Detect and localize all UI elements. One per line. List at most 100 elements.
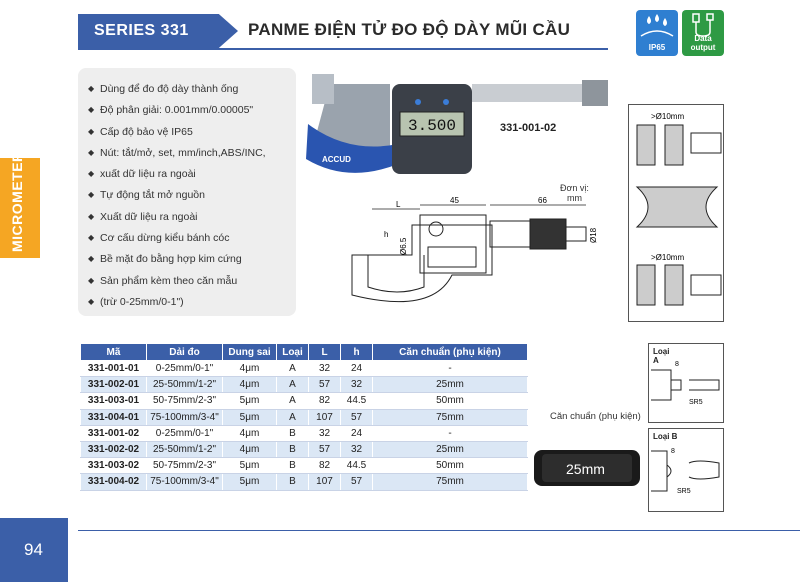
type-a-title-text: Loại xyxy=(653,347,670,356)
page-number: 94 xyxy=(24,540,43,559)
type-b-dim: 8 xyxy=(671,448,675,455)
cell-l: 107 xyxy=(308,473,341,491)
feature-item: Tự động tắt mở nguồn xyxy=(88,188,288,202)
feature-item: Xuất dữ liệu ra ngoài xyxy=(88,210,288,224)
cell-type: B xyxy=(276,457,309,475)
type-b-diagram: Loại B 8 SR5 xyxy=(648,428,724,512)
cell-code: 331-004-01 xyxy=(80,408,147,426)
cell-standard: - xyxy=(372,359,528,378)
micrometer-photo: 3.500 ACCUD xyxy=(306,74,608,174)
cell-code: 331-001-02 xyxy=(80,424,147,442)
col-standard: Căn chuẩn (phụ kiện) xyxy=(372,343,528,361)
cell-type: B xyxy=(276,440,309,459)
cell-h: 44.5 xyxy=(340,457,373,475)
cell-h: 44.5 xyxy=(340,392,373,410)
feature-item-continuation: xuất dữ liệu ra ngoài xyxy=(88,167,288,181)
col-h: h xyxy=(340,343,373,361)
cell-standard: 50mm xyxy=(372,457,528,475)
water-drops-icon xyxy=(640,14,674,37)
page-number-box: 94 xyxy=(0,518,68,582)
cell-standard: 25mm xyxy=(372,376,528,394)
cell-code: 331-003-01 xyxy=(80,392,147,410)
cell-l: 82 xyxy=(308,457,341,475)
unit-label: Đơn vị: mm xyxy=(560,183,589,203)
col-code: Mã xyxy=(80,343,147,361)
data-output-badge: Data output xyxy=(682,10,724,56)
cell-range: 75-100mm/3-4" xyxy=(146,473,223,491)
model-code: 331-001-02 xyxy=(500,122,557,134)
series-label: SERIES 331 xyxy=(94,22,189,39)
cell-range: 25-50mm/1-2" xyxy=(146,376,223,394)
feature-item-continuation: (trừ 0-25mm/0-1") xyxy=(88,295,288,309)
cell-standard: 75mm xyxy=(372,408,528,426)
cell-h: 57 xyxy=(340,473,373,491)
cell-tolerance: 5μm xyxy=(222,457,277,475)
cell-tolerance: 4μm xyxy=(222,440,277,459)
cell-range: 75-100mm/3-4" xyxy=(146,408,223,426)
ip65-badge: IP65 xyxy=(636,10,678,56)
type-b-title: Loại B xyxy=(653,432,678,441)
type-a-letter: A xyxy=(653,356,659,365)
type-a-dim: 8 xyxy=(675,361,679,368)
cell-standard: - xyxy=(372,424,528,442)
cell-tolerance: 4μm xyxy=(222,376,277,394)
brand-label: ACCUD xyxy=(322,155,351,164)
anvil-top-label: >Ø10mm xyxy=(651,112,684,121)
cell-range: 50-75mm/2-3" xyxy=(146,457,223,475)
cell-range: 25-50mm/1-2" xyxy=(146,440,223,459)
usb-cable-icon xyxy=(692,13,714,37)
cell-tolerance: 5μm xyxy=(222,392,277,410)
cell-code: 331-001-01 xyxy=(80,359,147,378)
features-list: Dùng để đo độ dày thành ống Độ phân giải… xyxy=(78,68,296,316)
page-title: PANME ĐIỆN TỬ ĐO ĐỘ DÀY MŨI CẦU xyxy=(248,20,571,39)
cell-l: 57 xyxy=(308,440,341,459)
cell-l: 32 xyxy=(308,359,341,378)
feature-item: Bề mặt đo bằng hợp kim cứng xyxy=(88,252,288,266)
table-header-row: Mã Dải đo Dung sai Loại L h Căn chuẩn (p… xyxy=(80,343,528,361)
display-readout: 3.500 xyxy=(408,117,456,135)
dim-d18: Ø18 xyxy=(589,227,598,243)
col-range: Dải đo xyxy=(146,343,223,361)
type-b-drawing: 8 SR5 xyxy=(651,448,720,495)
cell-h: 32 xyxy=(340,376,373,394)
standard-gauge-image: 25mm xyxy=(534,450,640,486)
standard-gauge-size: 25mm xyxy=(566,461,605,477)
specs-table: Mã Dải đo Dung sai Loại L h Căn chuẩn (p… xyxy=(80,343,528,491)
category-side-tab: MICROMETER xyxy=(0,151,40,258)
title-divider xyxy=(78,48,608,50)
cell-l: 107 xyxy=(308,408,341,426)
cell-type: A xyxy=(276,408,309,426)
unit-value: mm xyxy=(566,193,582,203)
cell-code: 331-002-01 xyxy=(80,376,147,394)
cell-type: B xyxy=(276,424,309,442)
unit-label-text: Đơn vị: xyxy=(560,183,589,193)
feature-item: Nút: tắt/mở, set, mm/inch,ABS/INC, xyxy=(88,146,288,160)
cell-l: 57 xyxy=(308,376,341,394)
dim-d65: Ø6.5 xyxy=(399,237,408,255)
cell-h: 57 xyxy=(340,408,373,426)
cell-standard: 75mm xyxy=(372,473,528,491)
cell-tolerance: 4μm xyxy=(222,424,277,442)
cell-tolerance: 5μm xyxy=(222,408,277,426)
technical-drawing: L 45 66 h Ø6.5 Ø18 xyxy=(351,196,598,303)
cell-code: 331-004-02 xyxy=(80,473,147,491)
cell-code: 331-002-02 xyxy=(80,440,147,459)
cell-tolerance: 5μm xyxy=(222,473,277,491)
dim-l: L xyxy=(396,200,401,209)
cell-h: 24 xyxy=(340,424,373,442)
col-type: Loại xyxy=(276,343,309,361)
cell-type: B xyxy=(276,473,309,491)
cell-standard: 25mm xyxy=(372,440,528,459)
feature-item: Sản phẩm kèm theo căn mẫu xyxy=(88,274,288,288)
category-label: MICROMETER xyxy=(9,151,25,252)
cell-range: 50-75mm/2-3" xyxy=(146,392,223,410)
footer-divider xyxy=(78,530,800,531)
feature-item: Độ phân giải: 0.001mm/0.00005" xyxy=(88,103,288,117)
